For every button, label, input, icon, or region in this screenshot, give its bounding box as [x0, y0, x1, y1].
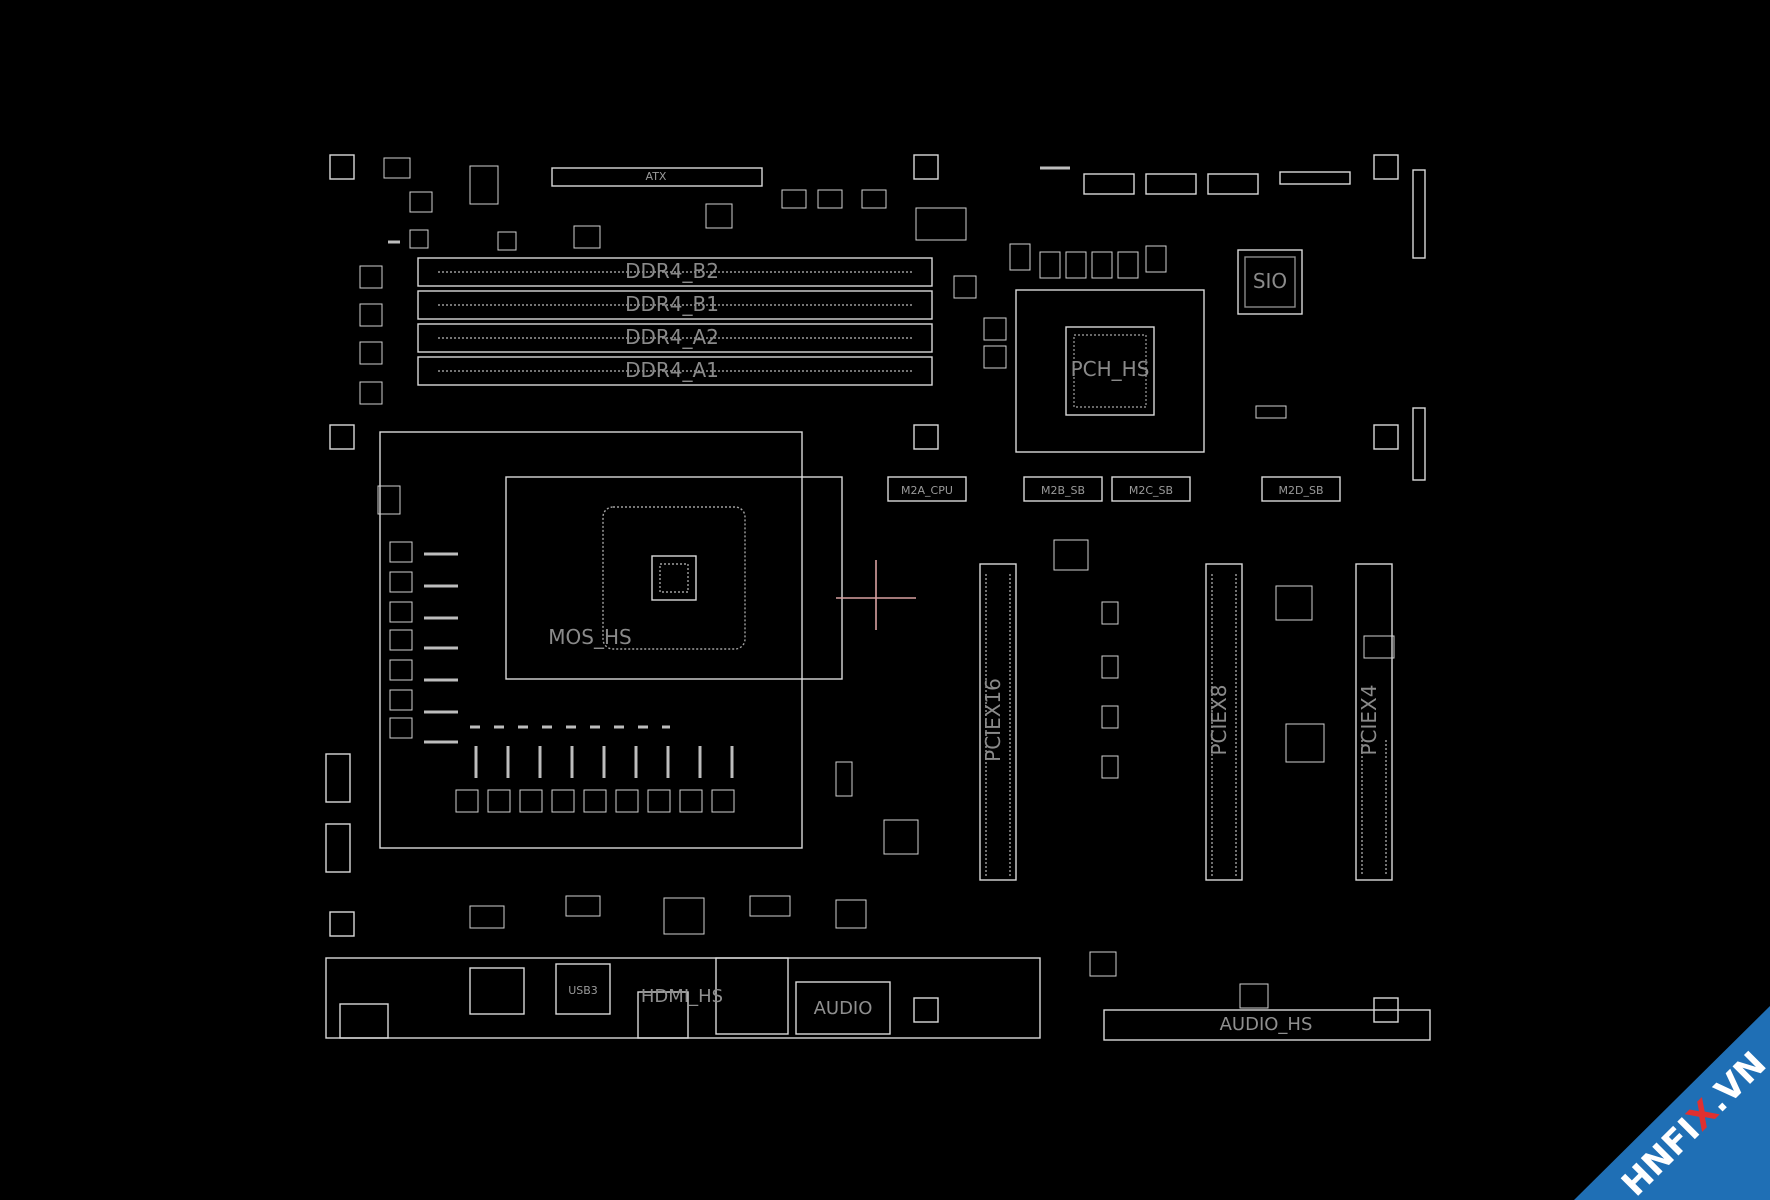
m2a-cpu-connector[interactable]: [887, 476, 967, 502]
pch-chip-bga: [1073, 334, 1147, 408]
mount-hole-bl: [329, 911, 355, 937]
dimm-slot-b1[interactable]: [417, 290, 933, 320]
left-header-2[interactable]: [325, 823, 351, 873]
audio-jack-block[interactable]: [795, 981, 891, 1035]
label-sio: SIO: [1253, 269, 1287, 293]
header-strip-top[interactable]: [1279, 171, 1351, 185]
label-pch-hs: PCH_HS: [1071, 357, 1150, 381]
lan-port[interactable]: [715, 957, 789, 1035]
label-m2b-sb: M2B_SB: [1041, 484, 1085, 497]
m2b-sb-connector[interactable]: [1023, 476, 1103, 502]
label-usb3: USB3: [568, 984, 598, 997]
fan-header-1[interactable]: [1083, 173, 1135, 195]
pciex16-slot[interactable]: [979, 563, 1017, 881]
pciex4-slot[interactable]: [1355, 563, 1393, 881]
sio-chip[interactable]: [1237, 249, 1303, 315]
cpu-socket-pins: [602, 506, 746, 650]
header-right-vertical-1[interactable]: [1412, 169, 1426, 259]
hdmi-heatsink[interactable]: [637, 991, 689, 1039]
pch-chip[interactable]: [1065, 326, 1155, 416]
atx-connector[interactable]: [551, 167, 763, 187]
small-components: [359, 157, 1395, 1009]
pch-heatsink-outline[interactable]: [1015, 289, 1205, 453]
left-header-1[interactable]: [325, 753, 351, 803]
cpu-socket-core: [659, 563, 689, 593]
cpu-socket-outline[interactable]: [505, 476, 843, 680]
label-atx: ATX: [646, 170, 667, 183]
m2d-sb-connector[interactable]: [1261, 476, 1341, 502]
fan-header-2[interactable]: [1145, 173, 1197, 195]
usb-port-1[interactable]: [469, 967, 525, 1015]
label-pciex16: PCIEX16: [981, 678, 1005, 762]
label-pciex4: PCIEX4: [1357, 685, 1381, 756]
mount-hole-tc: [913, 154, 939, 180]
dimm-slot-a2[interactable]: [417, 323, 933, 353]
dimm-slot-a1[interactable]: [417, 356, 933, 386]
fan-header-3[interactable]: [1207, 173, 1259, 195]
watermark-band: [1574, 1006, 1770, 1200]
mos-heatsink-outline[interactable]: [379, 431, 803, 849]
label-ddr4-b2: DDR4_B2: [625, 259, 719, 283]
mount-hole-tr: [1373, 154, 1399, 180]
label-m2a-cpu: M2A_CPU: [901, 484, 953, 497]
pciex8-slot[interactable]: [1205, 563, 1243, 881]
label-mos-hs: MOS_HS: [548, 625, 631, 649]
mount-hole-mr: [1373, 424, 1399, 450]
ps2-port[interactable]: [339, 1003, 389, 1039]
header-right-vertical-2[interactable]: [1412, 407, 1426, 481]
mount-hole-bc: [913, 997, 939, 1023]
watermark: HNFIX.VN: [1574, 1006, 1770, 1200]
board-outline-group: [325, 154, 1431, 1041]
label-m2c-sb: M2C_SB: [1129, 484, 1173, 497]
label-ddr4-a1: DDR4_A1: [625, 358, 719, 382]
sio-chip-inner: [1244, 256, 1296, 308]
mount-hole-tl: [329, 154, 355, 180]
mount-hole-ml: [329, 424, 355, 450]
dimm-slot-b2[interactable]: [417, 257, 933, 287]
label-m2d-sb: M2D_SB: [1279, 484, 1324, 497]
mount-hole-mc: [913, 424, 939, 450]
label-ddr4-a2: DDR4_A2: [625, 325, 719, 349]
label-audio-hs: AUDIO_HS: [1220, 1014, 1313, 1035]
audio-heatsink-outline[interactable]: [1103, 1009, 1431, 1041]
label-ddr4-b1: DDR4_B1: [625, 292, 719, 316]
label-hdmi-hs: HDMI_HS: [641, 986, 723, 1007]
label-pciex8: PCIEX8: [1207, 685, 1231, 756]
pad-rows: [388, 166, 1070, 778]
label-audio: AUDIO: [814, 998, 873, 1019]
usb3-port[interactable]: [555, 963, 611, 1015]
probe-marker: [836, 560, 916, 630]
cpu-socket-center: [651, 555, 697, 601]
m2c-sb-connector[interactable]: [1111, 476, 1191, 502]
